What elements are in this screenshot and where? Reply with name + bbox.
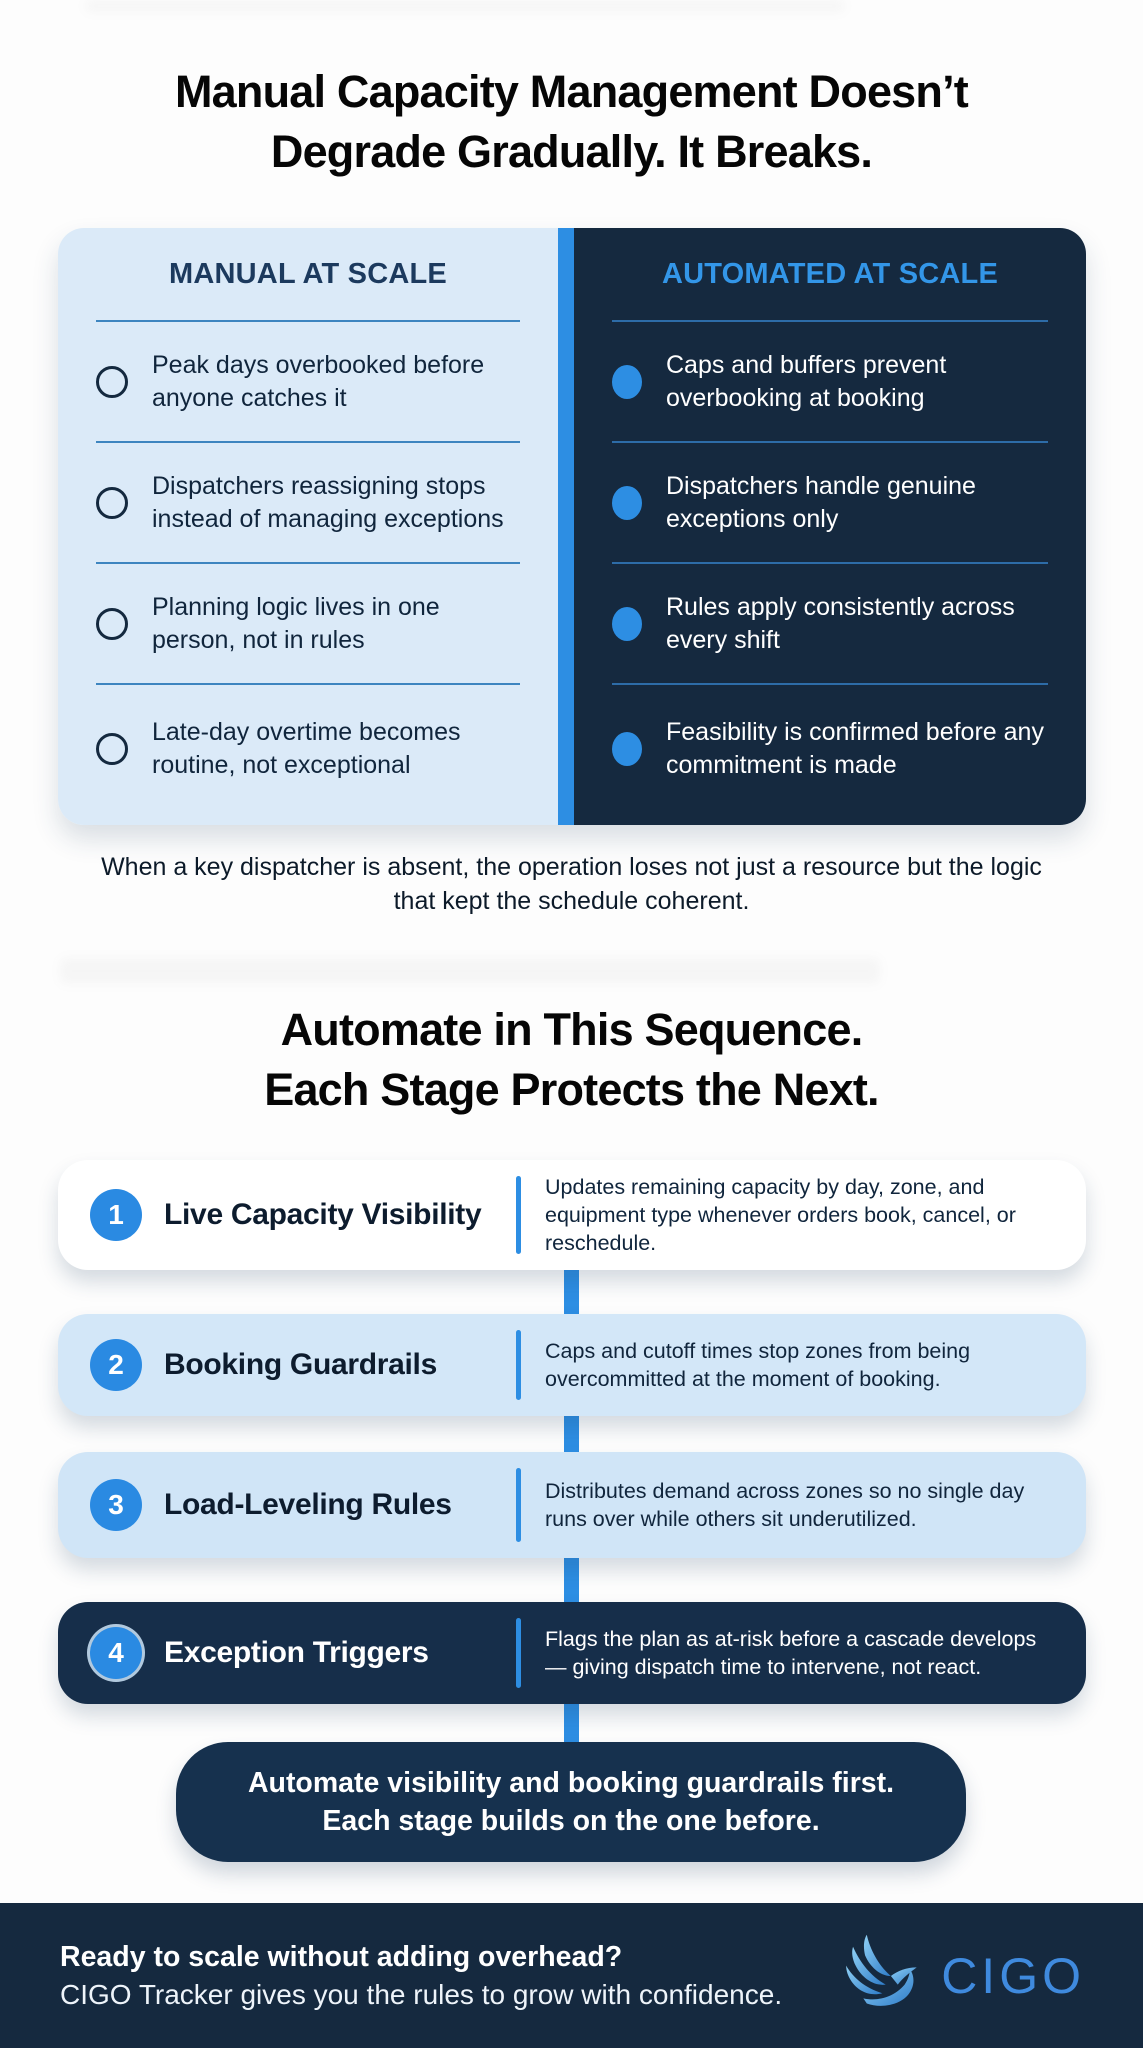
cigo-wordmark: CIGO [941, 1947, 1085, 2004]
manual-row-text: Dispatchers reassigning stops instead of… [152, 471, 504, 533]
automated-row-text: Dispatchers handle genuine exceptions on… [666, 471, 976, 533]
stage-description: Distributes demand across zones so no si… [545, 1479, 1025, 1531]
cigo-logo: CIGO [841, 1931, 1085, 2021]
stage-card-4: 4 Exception Triggers Flags the plan as a… [58, 1602, 1086, 1704]
section2-title-line1: Automate in This Sequence. [280, 1004, 864, 1055]
manual-row: Late-day overtime becomes routine, not e… [96, 683, 520, 813]
stage-divider-rule [516, 1330, 521, 1400]
stage-divider-rule [516, 1618, 521, 1688]
automated-row: Rules apply consistently across every sh… [612, 562, 1048, 683]
manual-row-text: Peak days overbooked before anyone catch… [152, 350, 485, 412]
faded-artifact-band [85, 0, 845, 12]
automated-row-text: Caps and buffers prevent overbooking at … [666, 350, 947, 412]
stage-title: Booking Guardrails [164, 1348, 437, 1381]
conclusion-pill: Automate visibility and booking guardrai… [176, 1742, 966, 1862]
footer-subline: CIGO Tracker gives you the rules to grow… [60, 1978, 783, 2010]
stage-number-badge: 1 [90, 1189, 142, 1241]
filled-circle-icon [612, 606, 642, 641]
stage-number-badge: 3 [90, 1479, 142, 1531]
footer: Ready to scale without adding overhead? … [0, 1903, 1143, 2048]
manual-row: Peak days overbooked before anyone catch… [96, 320, 520, 441]
section2-title-line2: Each Stage Protects the Next. [264, 1064, 879, 1115]
stage-divider-rule [516, 1468, 521, 1542]
column-divider-stripe [558, 228, 574, 825]
stage-number-badge: 4 [90, 1627, 142, 1679]
manual-row: Planning logic lives in one person, not … [96, 562, 520, 683]
automated-row: Feasibility is confirmed before any comm… [612, 683, 1048, 813]
stage-title: Live Capacity Visibility [164, 1198, 482, 1231]
empty-circle-icon [96, 733, 128, 765]
filled-circle-icon [612, 485, 642, 520]
automated-row-text: Rules apply consistently across every sh… [666, 592, 1015, 654]
manual-row-text: Late-day overtime becomes routine, not e… [152, 718, 461, 779]
stage-description: Flags the plan as at-risk before a casca… [545, 1627, 1037, 1679]
stage-description: Caps and cutoff times stop zones from be… [545, 1339, 971, 1391]
stage-card-2: 2 Booking Guardrails Caps and cutoff tim… [58, 1314, 1086, 1416]
automated-row: Caps and buffers prevent overbooking at … [612, 320, 1048, 441]
section2-title: Automate in This Sequence. Each Stage Pr… [0, 1000, 1143, 1120]
automated-rows: Caps and buffers prevent overbooking at … [574, 320, 1086, 813]
comparison-card: MANUAL AT SCALE Peak days overbooked bef… [58, 228, 1086, 825]
manual-column: MANUAL AT SCALE Peak days overbooked bef… [58, 228, 558, 825]
stage-card-1: 1 Live Capacity Visibility Updates remai… [58, 1160, 1086, 1270]
stage-title: Exception Triggers [164, 1636, 429, 1669]
empty-circle-icon [96, 365, 128, 398]
manual-row: Dispatchers reassigning stops instead of… [96, 441, 520, 562]
stage-description: Updates remaining capacity by day, zone,… [545, 1175, 1016, 1255]
manual-column-header: MANUAL AT SCALE [169, 257, 447, 290]
stage-title: Load-Leveling Rules [164, 1488, 452, 1521]
filled-circle-icon [612, 364, 642, 399]
cigo-bird-icon [846, 1934, 917, 2006]
section1-caption: When a key dispatcher is absent, the ope… [101, 853, 1042, 915]
section1-title-line1: Manual Capacity Management Doesn’t [175, 66, 969, 117]
footer-headline: Ready to scale without adding overhead? [60, 1940, 623, 1973]
section1-title-line2: Degrade Gradually. It Breaks. [270, 126, 873, 177]
footer-text: Ready to scale without adding overhead? … [60, 1938, 782, 2014]
conclusion-line2: Each stage builds on the one before. [322, 1805, 820, 1837]
faded-artifact-band [60, 958, 880, 984]
empty-circle-icon [96, 607, 128, 640]
conclusion-line1: Automate visibility and booking guardrai… [247, 1767, 895, 1799]
automated-row: Dispatchers handle genuine exceptions on… [612, 441, 1048, 562]
stage-number-badge: 2 [90, 1339, 142, 1391]
automated-column: AUTOMATED AT SCALE Caps and buffers prev… [574, 228, 1086, 825]
manual-rows: Peak days overbooked before anyone catch… [58, 320, 558, 813]
automated-row-text: Feasibility is confirmed before any comm… [666, 718, 1044, 779]
automated-column-header: AUTOMATED AT SCALE [661, 257, 998, 290]
empty-circle-icon [96, 486, 128, 519]
stage-divider-rule [516, 1176, 521, 1254]
filled-circle-icon [612, 732, 642, 766]
manual-row-text: Planning logic lives in one person, not … [152, 592, 440, 654]
section1-title: Manual Capacity Management Doesn’t Degra… [0, 62, 1143, 182]
stage-card-3: 3 Load-Leveling Rules Distributes demand… [58, 1452, 1086, 1558]
